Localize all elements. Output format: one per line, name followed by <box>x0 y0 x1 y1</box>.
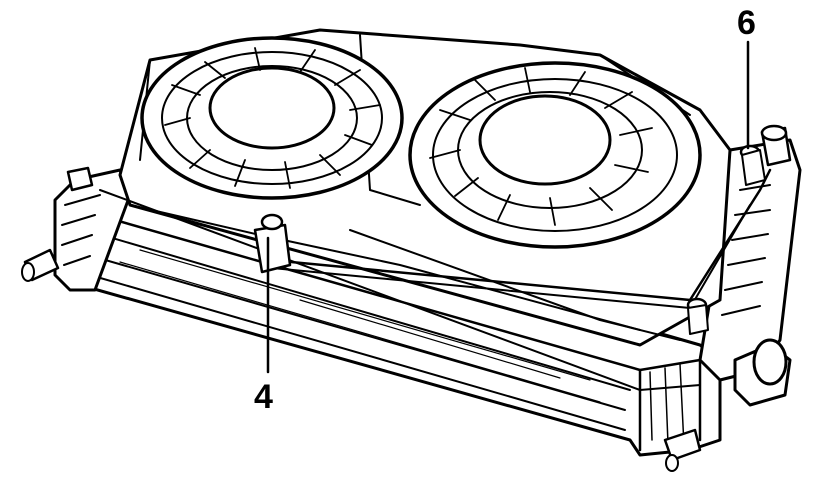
side-mount-bracket <box>686 297 709 335</box>
right-fan <box>408 61 702 249</box>
fastener-4 <box>253 213 292 374</box>
left-end-tank <box>21 166 132 292</box>
fastener-6 <box>739 40 766 186</box>
callout-label-6: 6 <box>737 4 756 42</box>
left-fan <box>140 36 404 200</box>
callout-label-4: 4 <box>254 378 273 416</box>
